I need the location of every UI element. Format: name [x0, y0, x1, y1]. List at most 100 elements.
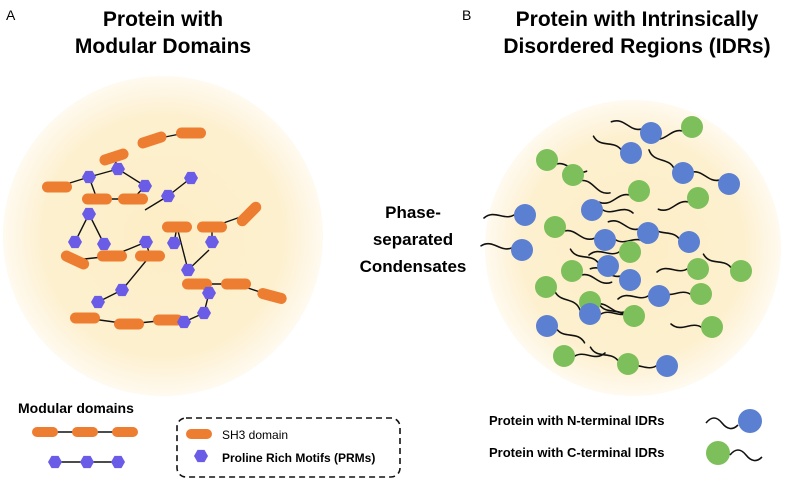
sh3-domain	[70, 312, 100, 324]
idr-tail	[564, 229, 596, 241]
panel-a-title-line1: Protein with	[103, 8, 223, 31]
legend-box	[176, 417, 401, 478]
c-terminal-idr-protein	[619, 241, 641, 263]
idr-protein-cluster	[480, 116, 752, 377]
n-terminal-idr-protein	[581, 199, 603, 221]
center-label-line2: separated	[373, 230, 453, 249]
n-terminal-idr-protein	[620, 142, 642, 164]
n-terminal-idr-protein	[597, 255, 619, 277]
idr-tail	[657, 200, 689, 212]
sh3-domain	[176, 127, 206, 139]
n-terminal-idr-protein	[648, 285, 670, 307]
sh3-domain	[137, 131, 167, 149]
idr-tail	[598, 193, 630, 205]
sh3-domain	[118, 193, 148, 205]
sh3-domain-icon	[32, 427, 58, 437]
sh3-domain	[221, 278, 251, 290]
legend-c-terminal-label: Protein with C-terminal IDRs	[489, 445, 665, 460]
legend-prm-chain	[48, 455, 125, 469]
c-terminal-idr-protein	[687, 187, 709, 209]
idr-tail	[581, 179, 611, 194]
panel-b-letter: B	[462, 7, 471, 23]
c-terminal-idr-protein	[536, 149, 558, 171]
idr-tail	[610, 119, 642, 131]
legend-sh3-label: SH3 domain	[222, 428, 288, 442]
domain-link	[121, 255, 151, 291]
idr-tail	[656, 267, 688, 273]
n-terminal-idr-protein	[511, 239, 533, 261]
idr-tail-icon	[729, 449, 763, 462]
panel-a-title-line2: Modular Domains	[75, 35, 251, 58]
idr-tail	[648, 149, 675, 169]
c-terminal-idr-protein	[544, 216, 566, 238]
domain-link	[176, 226, 189, 271]
sh3-domain	[236, 201, 262, 227]
idr-tail	[602, 208, 634, 214]
n-terminal-idr-protein	[536, 315, 558, 337]
n-terminal-idr-protein	[514, 204, 536, 226]
center-label-line1: Phase-	[385, 203, 441, 222]
c-terminal-idr-protein	[562, 164, 584, 186]
n-terminal-idr-protein	[678, 231, 700, 253]
sh3-domain	[82, 193, 112, 205]
n-terminal-idr-protein	[640, 122, 662, 144]
legend-modular-heading: Modular domains	[18, 400, 134, 416]
prm-hexagon-icon	[80, 455, 94, 469]
c-terminal-idr-protein	[561, 260, 583, 282]
sh3-domain-icon	[72, 427, 98, 437]
idr-tail	[670, 323, 702, 329]
sh3-domain	[42, 181, 72, 193]
prm-hexagon-icon	[48, 455, 62, 469]
c-terminal-idr-protein	[681, 116, 703, 138]
c-terminal-idr-protein	[687, 258, 709, 280]
n-terminal-idr-protein	[718, 173, 740, 195]
idr-tail	[554, 291, 581, 311]
sh3-domain	[197, 221, 227, 233]
n-terminal-idr-protein	[579, 303, 601, 325]
idr-tail	[702, 253, 732, 268]
legend-sh3-chain	[32, 427, 138, 437]
n-terminal-idr-protein	[594, 229, 616, 251]
idr-tail	[556, 329, 586, 344]
c-terminal-idr-protein	[690, 283, 712, 305]
legend-n-terminal-label: Protein with N-terminal IDRs	[489, 413, 665, 428]
idr-tail	[483, 213, 515, 219]
idr-tail	[592, 135, 622, 150]
c-terminal-idr-protein	[535, 276, 557, 298]
c-terminal-idr-protein	[701, 316, 723, 338]
c-terminal-idr-protein	[730, 260, 752, 282]
idr-tail	[607, 219, 639, 231]
condensate-a	[3, 76, 323, 396]
sh3-domain	[257, 288, 287, 304]
idr-tail	[588, 250, 620, 256]
sh3-domain	[153, 314, 183, 326]
center-label-line3: Condensates	[360, 257, 467, 276]
legend-prm-label: Proline Rich Motifs (PRMs)	[222, 451, 375, 465]
sh3-domain	[114, 318, 144, 330]
modular-domain-network	[42, 127, 287, 330]
n-terminal-protein-icon	[738, 409, 762, 433]
c-terminal-idr-protein	[617, 353, 639, 375]
sh3-domain	[60, 250, 90, 270]
sh3-domain	[135, 250, 165, 262]
idr-tail	[589, 346, 619, 361]
sh3-domain	[99, 148, 129, 166]
idr-tail	[569, 248, 599, 263]
panel-a-letter: A	[6, 7, 16, 23]
c-terminal-idr-protein	[553, 345, 575, 367]
idr-tail	[480, 242, 512, 250]
n-terminal-idr-protein	[637, 222, 659, 244]
n-terminal-idr-protein	[672, 162, 694, 184]
sh3-domain	[162, 221, 192, 233]
prm-hexagon-icon	[194, 449, 208, 463]
idr-tail	[581, 273, 613, 285]
panel-b-title-line1: Protein with Intrinsically	[516, 8, 759, 31]
c-terminal-protein-icon	[706, 441, 730, 465]
sh3-domain	[97, 250, 127, 262]
idr-tail	[617, 294, 649, 300]
n-terminal-idr-protein	[656, 355, 678, 377]
panel-b-title-line2: Disordered Regions (IDRs)	[503, 35, 770, 58]
c-terminal-idr-protein	[628, 180, 650, 202]
n-terminal-idr-protein	[619, 269, 641, 291]
